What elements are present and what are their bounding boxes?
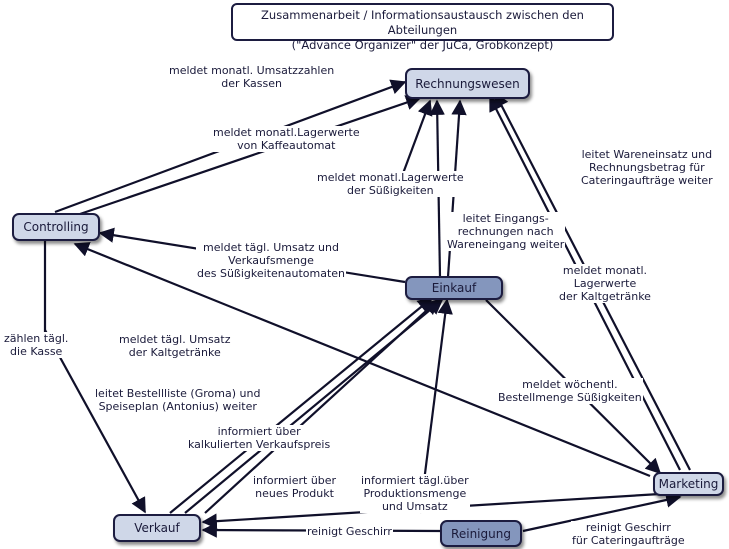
edge-marketing-controlling [73,242,651,478]
edge-label-geschirr: reinigt Geschirr [306,525,393,538]
edge-verkauf-einkauf-b [169,297,434,514]
node-reinigung[interactable]: Reinigung [440,520,522,547]
edge-label-bestellmenge: meldet wöchentl.Bestellmenge Süßigkeiten [497,378,643,404]
edge-verkauf-einkauf-c [204,298,440,514]
node-einkauf[interactable]: Einkauf [405,276,503,300]
edge-controlling-verkauf [44,329,146,514]
node-controlling[interactable]: Controlling [12,213,100,241]
node-rechnungswesen[interactable]: Rechnungswesen [405,68,530,99]
node-verkauf[interactable]: Verkauf [113,514,201,542]
title-line-1: Zusammenarbeit / Informationsaustausch z… [261,8,584,37]
edge-controlling-rechnungswesen-b [79,95,422,216]
edge-label-kasse: zählen tägl.die Kasse [3,332,70,358]
node-marketing[interactable]: Marketing [653,472,724,496]
diagram-title: Zusammenarbeit / Informationsaustausch z… [231,3,614,52]
edge-reinigung-marketing [522,492,682,533]
title-line-2: ("Advance Organizer" der JuCa, Grobkonze… [291,38,554,52]
